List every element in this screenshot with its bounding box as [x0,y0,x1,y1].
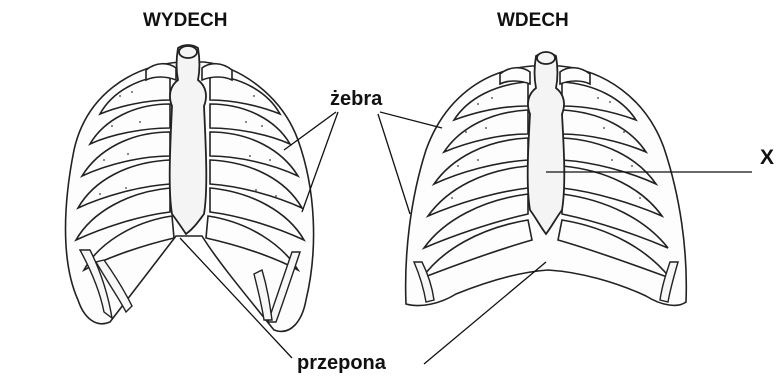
title-inhale: WDECH [497,10,569,32]
title-exhale: WYDECH [143,10,227,32]
ribcage-inhale [406,52,687,306]
leader-ribs-right-lower [378,114,410,214]
label-diaphragm: przepona [297,352,386,375]
rib [202,64,232,80]
leader-ribs-left-lower [302,112,338,212]
sternum-top [537,52,555,64]
label-ribs: żebra [330,88,382,111]
label-x: X [760,146,774,170]
rib [560,68,590,84]
sternum-top [179,46,197,58]
leader-ribs-right-upper [380,112,442,128]
rib [500,68,530,84]
rib [146,64,176,80]
ribcage-exhale [66,45,314,331]
